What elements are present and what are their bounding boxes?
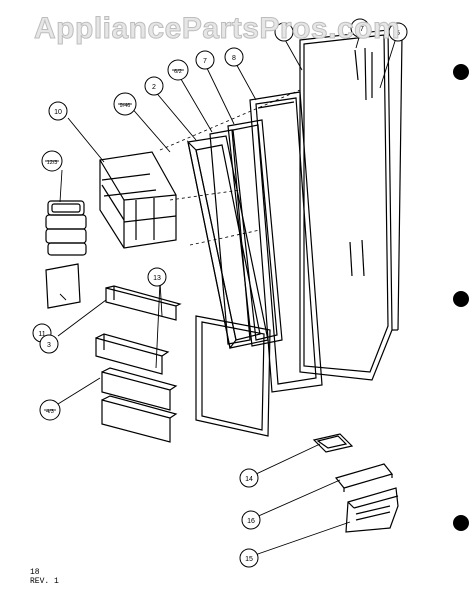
callout-14-circle [239,468,259,488]
callout-7-circle [195,50,215,70]
callout-10-circle [48,101,68,121]
door-bin-upper [105,285,182,321]
binder-hole-top [453,64,469,80]
callout-14: 14 [245,476,253,483]
callout-3: 3 [47,342,51,349]
callout-2-circle [144,76,164,96]
callout-3-circle [39,334,59,354]
callout-labels: 10 12/3 11 3 4/3 13 9/46 2 6/2 7 8 1 17 … [38,26,400,563]
callout-9-46: 9/46 [120,103,131,109]
lower-door-frame [195,315,271,437]
door-liner [249,91,323,393]
callout-6-2: 6/2 [174,69,182,75]
door-shelf-unit [99,151,177,249]
shelf-divider [45,263,81,309]
callout-17-circle [350,18,370,38]
binder-hole-middle [453,291,469,307]
binder-hole-bottom [453,515,469,531]
callout-1-circle [274,22,294,42]
callout-4-3: 4/3 [46,409,54,415]
front-door-frame [187,135,269,350]
binder-holes [453,64,469,531]
callout-15-circle [239,548,259,568]
callout-11: 11 [38,331,45,338]
callout-2: 2 [152,84,156,91]
callout-8-circle [224,47,244,67]
callout-10: 10 [54,109,62,116]
callout-12-3: 12/3 [47,160,58,166]
callout-circles [32,18,408,568]
callout-5-circle [388,22,408,42]
callout-13: 13 [153,275,161,282]
fraction-bars [44,69,184,411]
page-number: 18 [30,568,40,577]
small-parts [312,433,399,533]
site-watermark: AppliancePartsPros.com [33,12,401,46]
dairy-bin [345,487,399,533]
door-bins [95,285,182,443]
callout-7: 7 [203,58,207,65]
leader-lines [57,33,397,557]
stacked-containers [45,200,87,256]
dairy-door [312,433,354,453]
callout-17: 17 [356,26,364,33]
callout-13-circle [147,267,167,287]
callout-5: 5 [396,30,400,37]
page-code: 18 REV. 1 [30,568,59,586]
door-bin-3 [101,367,178,411]
dairy-cover [334,463,394,492]
callout-8: 8 [232,55,236,62]
door-bin-2 [95,333,170,375]
revision-label: REV. 1 [30,577,59,586]
assembly-lines [159,89,301,246]
callout-15: 15 [245,556,253,563]
door-bin-4 [101,395,178,443]
outer-door-panel [299,29,403,381]
callout-1: 1 [282,30,286,37]
callout-16-circle [241,510,261,530]
callout-16: 16 [247,518,255,525]
